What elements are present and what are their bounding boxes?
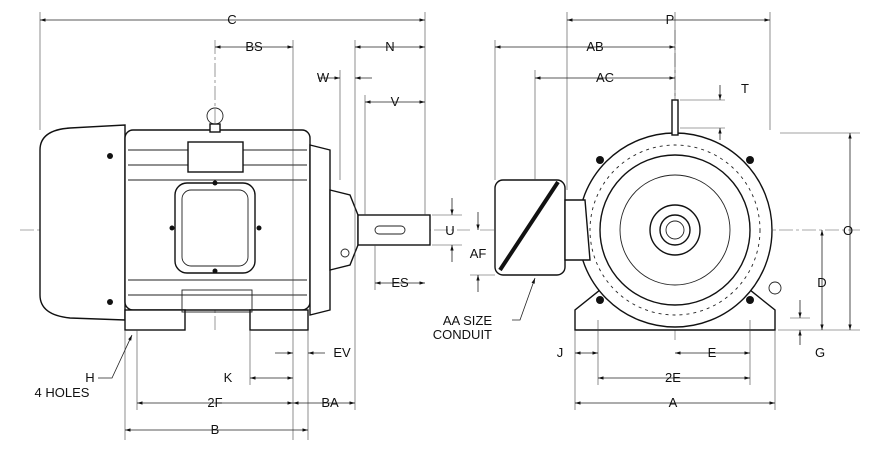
bearing-cap — [329, 189, 359, 271]
dim-label-k: K — [224, 370, 233, 385]
dim-label-es: ES — [391, 275, 409, 290]
dim-label-ev: EV — [333, 345, 351, 360]
dim-label-w: W — [317, 70, 330, 85]
end-view: P AB AC T O D AF AA SIZE CONDUIT J E 2E … — [433, 12, 860, 410]
dim-label-j: J — [557, 345, 564, 360]
dim-label-h: H — [85, 370, 94, 385]
dim-label-b: B — [211, 422, 220, 437]
dim-label-4-holes: 4 HOLES — [35, 385, 90, 400]
end-bracket — [309, 144, 331, 316]
dim-label-bs: BS — [245, 39, 263, 54]
side-view: C BS N W V U ES EV K H 4 HOLES 2F BA B — [20, 12, 470, 440]
dim-label-ba: BA — [321, 395, 339, 410]
dim-label-u: U — [445, 223, 454, 238]
dim-label-a: A — [669, 395, 678, 410]
dim-label-t: T — [741, 81, 749, 96]
dim-label-2e: 2E — [665, 370, 681, 385]
foot — [249, 309, 309, 331]
dim-label-ac: AC — [596, 70, 614, 85]
shaft — [357, 214, 431, 246]
shaft-end — [659, 214, 691, 246]
dim-label-p: P — [666, 12, 675, 27]
keyway — [374, 225, 406, 235]
dim-label-g: G — [815, 345, 825, 360]
frame-bolts — [596, 156, 754, 304]
dim-label-af: AF — [470, 246, 487, 261]
dim-label-n: N — [385, 39, 394, 54]
conduit-label-line2: CONDUIT — [433, 327, 492, 342]
dim-label-2f: 2F — [207, 395, 222, 410]
bolt — [107, 153, 113, 159]
dim-label-d: D — [817, 275, 826, 290]
conduit-label-line1: AA SIZE — [443, 313, 492, 328]
dim-label-o: O — [843, 223, 853, 238]
dim-label-v: V — [391, 94, 400, 109]
foot — [124, 309, 186, 331]
nameplate — [187, 141, 244, 173]
drain-plug — [768, 281, 782, 295]
frame-ribs — [128, 149, 307, 296]
dim-label-ab: AB — [586, 39, 603, 54]
dim-label-e: E — [708, 345, 717, 360]
lifting-lug — [671, 99, 679, 136]
dim-label-c: C — [227, 12, 236, 27]
side-conduit-box — [174, 182, 256, 274]
conduit-gasket — [498, 180, 560, 272]
bolt — [107, 299, 113, 305]
